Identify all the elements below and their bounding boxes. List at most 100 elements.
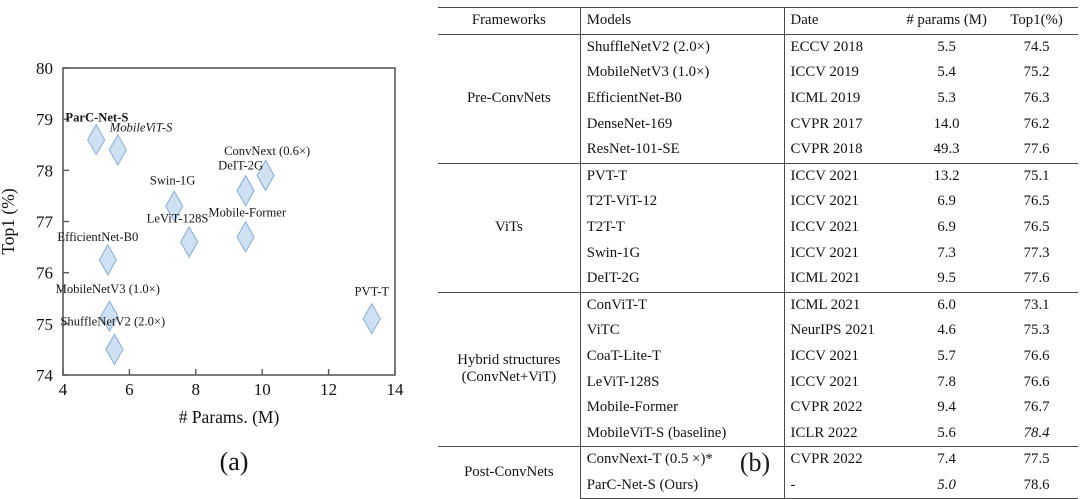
model-cell: LeViT-128S: [580, 369, 785, 395]
data-point-marker: [165, 190, 184, 223]
y-tick-label: 79: [36, 110, 53, 129]
data-point-marker: [362, 302, 381, 335]
date-cell: ICCV 2021: [784, 162, 899, 190]
data-point-label: MobileNetV3 (1.0×): [56, 282, 160, 296]
table-row: EfficientNet-B0 ICML 2019 5.3 76.3: [438, 85, 1078, 112]
model-cell: DeIT-2G: [580, 265, 785, 293]
top1-cell: 76.3: [1023, 90, 1050, 107]
y-tick-label: 77: [36, 213, 54, 232]
column-header-top1: Top1(%): [995, 7, 1078, 35]
params-cell: 7.4: [898, 446, 996, 473]
date-cell: ICCV 2021: [790, 193, 859, 210]
framework-label-line2: (ConvNet+ViT): [461, 369, 557, 386]
model-cell: DenseNet-169: [580, 111, 785, 137]
data-point-marker: [256, 159, 275, 192]
top1-cell: 78.4: [1023, 424, 1050, 441]
top1-cell: 75.3: [1023, 322, 1050, 339]
data-point-label: ShuffleNetV2 (2.0×): [60, 314, 165, 328]
column-header-params: # params (M): [898, 7, 996, 35]
framework-label-line1: Hybrid structures: [457, 352, 561, 369]
x-tick-label: 6: [125, 380, 134, 399]
model-cell: Swin-1G: [580, 240, 785, 266]
y-axis-title: Top1 (%): [0, 188, 18, 254]
params-cell: 14.0: [933, 115, 960, 132]
params-cell: 5.7: [937, 348, 956, 365]
date-cell: ICCV 2021: [790, 348, 859, 365]
top1-cell: 76.6: [1023, 373, 1050, 390]
table-row: DenseNet-169 CVPR 2017 14.0 76.2: [438, 111, 1078, 137]
performance-table: Frameworks Models Date # params (M) Top1…: [438, 7, 1078, 499]
date-cell: ICLR 2022: [790, 424, 858, 441]
x-tick-label: 4: [59, 380, 68, 399]
y-tick-label: 80: [36, 59, 53, 78]
date-cell: CVPR 2017: [790, 115, 863, 132]
model-cell: Mobile-Former: [580, 394, 785, 421]
data-point-label: Swin-1G: [150, 174, 195, 188]
top1-cell: 76.2: [1023, 115, 1050, 132]
date-cell: ICML 2021: [784, 291, 899, 319]
date-cell: CVPR 2022: [784, 446, 899, 473]
date-cell: NeurIPS 2021: [790, 322, 875, 339]
date-cell: ICCV 2021: [790, 244, 859, 261]
params-cell: 9.4: [937, 399, 956, 416]
model-cell: ResNet-101-SE: [580, 136, 785, 164]
params-cell: 49.3: [933, 141, 960, 158]
model-cell: EfficientNet-B0: [580, 85, 785, 112]
date-cell: ICCV 2021: [790, 219, 859, 236]
top1-cell: 73.1: [995, 291, 1078, 319]
y-tick-label: 75: [36, 315, 53, 334]
params-cell: 5.5: [937, 38, 956, 55]
top1-cell: 77.6: [1023, 270, 1050, 287]
params-cell: 5.4: [937, 64, 956, 81]
framework-cell: Pre-ConvNets: [438, 34, 581, 164]
top1-cell: 75.2: [1023, 64, 1050, 81]
data-point-marker: [236, 220, 255, 253]
data-point-label: EfficientNet-B0: [57, 230, 138, 244]
table-header: Frameworks Models Date # params (M) Top1…: [438, 7, 1078, 35]
x-axis-title: # Params. (M): [179, 407, 280, 427]
data-point-marker: [108, 133, 127, 166]
framework-cell: Hybrid structures(ConvNet+ViT): [438, 291, 581, 447]
x-tick-label: 12: [320, 380, 337, 399]
column-header-frameworks: Frameworks: [438, 7, 581, 35]
params-cell: 4.6: [937, 322, 956, 339]
params-cell: 5.3: [937, 90, 956, 107]
model-cell: T2T-ViT-12: [580, 189, 785, 215]
data-point-label: ConvNext (0.6×): [224, 144, 310, 158]
caption-b: (b): [739, 448, 771, 477]
data-point-label: MobileViT-S: [109, 120, 173, 134]
top1-cell: 76.5: [1023, 219, 1050, 236]
date-cell: ICML 2019: [790, 90, 861, 107]
params-cell: 13.2: [898, 162, 996, 190]
date-cell: ICML 2021: [790, 270, 861, 287]
params-cell: 7.3: [937, 244, 956, 261]
y-tick-label: 78: [36, 161, 53, 180]
x-tick-label: 14: [387, 380, 405, 399]
data-point-marker: [236, 174, 255, 207]
top1-cell: 75.1: [995, 162, 1078, 190]
data-point-marker: [180, 225, 199, 259]
top1-cell: 76.6: [1023, 348, 1050, 365]
model-cell: T2T-T: [580, 214, 785, 241]
data-point-label: LeViT-128S: [147, 212, 209, 226]
data-point-marker: [105, 333, 124, 366]
top1-cell: 76.7: [1023, 399, 1050, 416]
top1-cell: 77.5: [995, 446, 1078, 473]
top1-cell: 74.5: [1023, 38, 1050, 55]
